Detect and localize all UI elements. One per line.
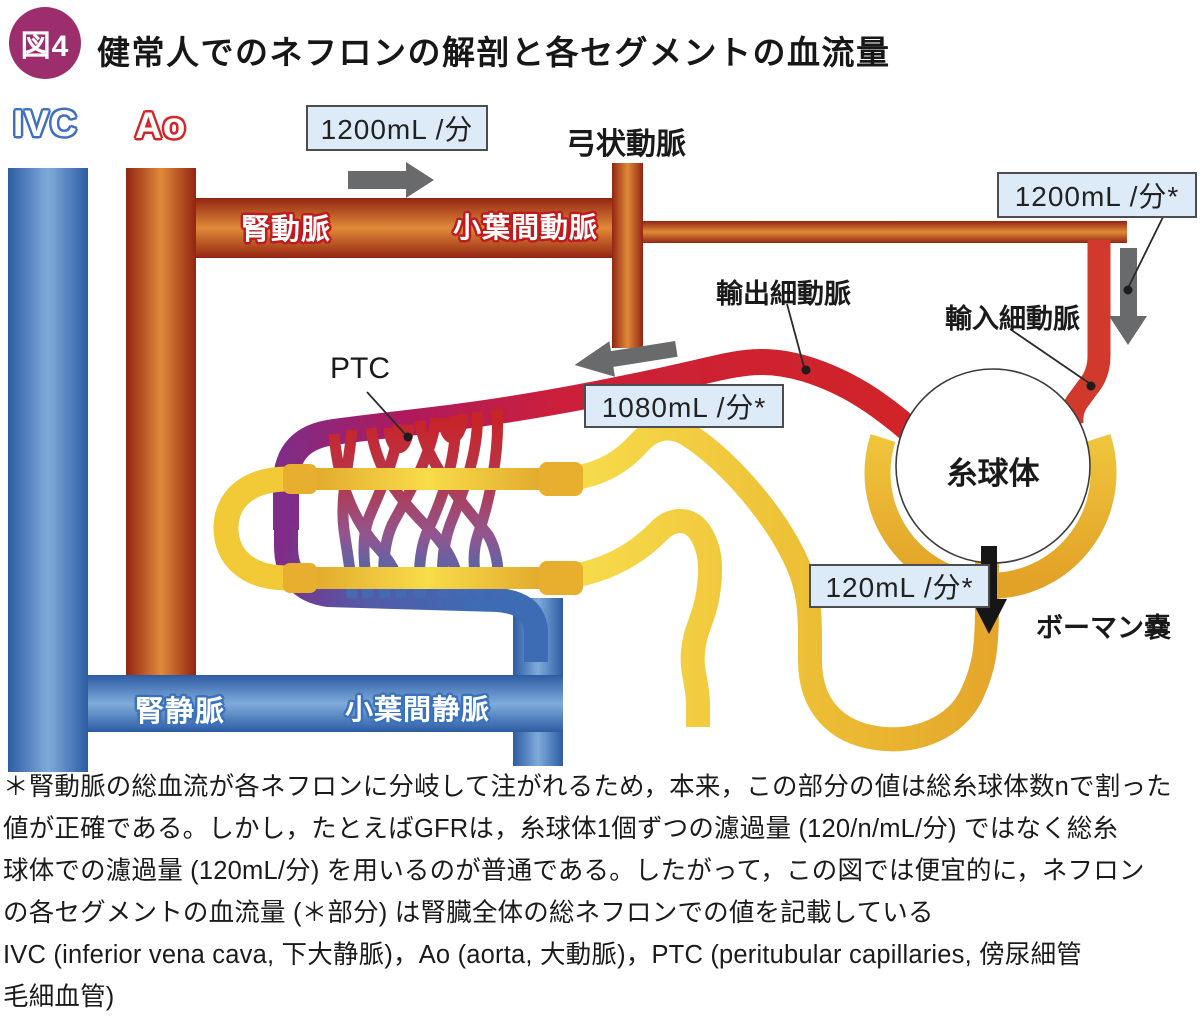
renal-artery-flow-box: 1200mL /分 <box>306 105 488 151</box>
leader-dots <box>403 285 1133 442</box>
ptc-label: PTC <box>330 352 390 385</box>
footnote-line: ＊腎動脈の総血流が各ネフロンに分岐して注がれるため，本来，この部分の値は総糸球体… <box>3 773 1172 801</box>
arcuate-artery-vessel <box>612 163 643 348</box>
tubule-sleeves <box>283 462 583 595</box>
footnote-line: 球体での濾過量 (120mL/分) を用いるのが普通である。したがって，この図で… <box>3 857 1145 885</box>
leader-lines <box>366 212 1166 435</box>
footnote-line: の各セグメントの血流量 (＊部分) は腎臓全体の総ネフロンでの値を記載している <box>3 899 934 927</box>
afferent-arteriole-label: 輸入細動脈 <box>945 304 1080 334</box>
aorta-vessel <box>126 168 196 676</box>
tubule-distal-duct <box>556 509 723 727</box>
interlobular-artery-vessel <box>637 221 1127 243</box>
footnote-line: 毛細血管) <box>3 983 115 1011</box>
tubule-hairpin-bend <box>213 466 302 591</box>
interlobular-artery-label: 小葉間動脈 <box>453 212 599 243</box>
interlobular-vein-label: 小葉間静脈 <box>345 694 491 725</box>
filtrate-flow-box: 120mL /分* <box>809 564 990 608</box>
efferent-arteriole-label: 輸出細動脈 <box>716 279 851 309</box>
renal-artery-vessel <box>196 198 622 258</box>
aorta-label: Ao <box>135 105 187 146</box>
footnote-line: IVC (inferior vena cava, 下大静脈)，Ao (aorta… <box>3 941 1082 969</box>
flow-arrow-down-icon <box>1109 248 1147 345</box>
interlobular-artery-flow-box: 1200mL /分* <box>997 172 1197 218</box>
arcuate-artery-label: 弓状動脈 <box>566 128 686 161</box>
renal-vein-label: 腎静脈 <box>135 696 226 728</box>
figure-number-badge: 図4 <box>9 7 81 79</box>
flow-arrow-right-icon <box>348 162 434 198</box>
figure-title: 健常人でのネフロンの解剖と各セグメントの血流量 <box>97 34 891 71</box>
footnote-block: ＊腎動脈の総血流が各ネフロンに分岐して注がれるため，本来，この部分の値は総糸球体… <box>3 766 1199 1018</box>
efferent-flow-box: 1080mL /分* <box>584 384 784 428</box>
bowman-capsule-label: ボーマン嚢 <box>1036 613 1171 643</box>
renal-vein-vessel <box>88 675 563 732</box>
venous-channel-vessel <box>274 522 548 662</box>
renal-artery-label: 腎動脈 <box>241 214 332 246</box>
ivc-vessel <box>8 168 88 772</box>
flow-arrow-left-icon <box>574 340 678 377</box>
tubule-loop-of-henle <box>556 416 999 752</box>
footnote-line: 値が正確である。しかし，たとえばGFRは，糸球体1個ずつの濾過量 (120/n/… <box>3 815 1119 843</box>
glomerulus-label: 糸球体 <box>946 456 1040 491</box>
ivc-label: IVC <box>13 103 78 144</box>
